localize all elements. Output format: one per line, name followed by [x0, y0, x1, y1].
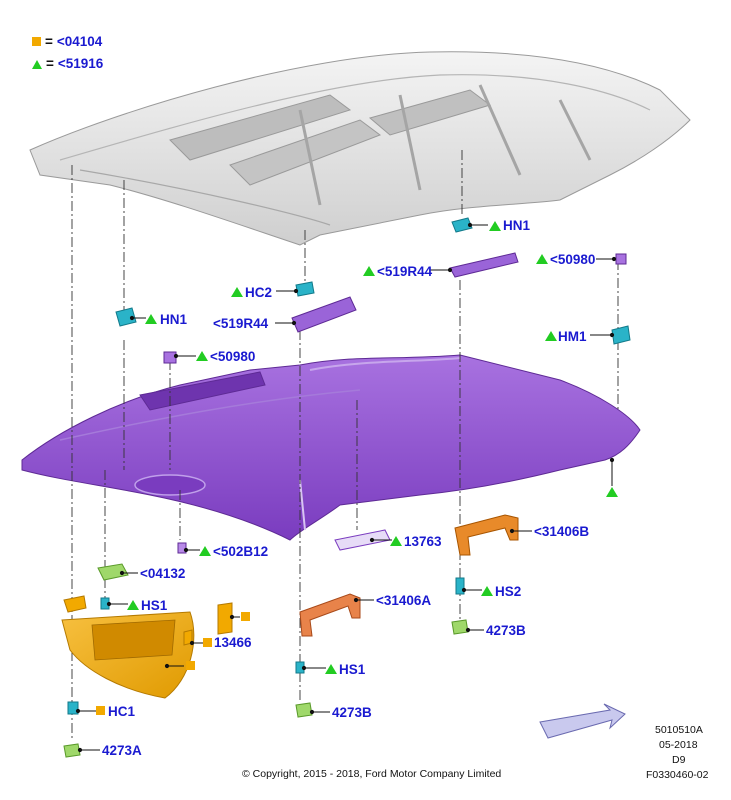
callout-lines	[75, 222, 617, 753]
diagram-series: D9	[672, 754, 686, 766]
marker-triangle	[481, 586, 493, 596]
marker-square	[96, 706, 105, 715]
legend-square-icon	[32, 37, 41, 46]
leader-lines	[71, 150, 619, 740]
label-hc2: HC2	[245, 285, 272, 300]
label-519r44-left: <519R44	[213, 316, 269, 331]
part-31406b-handle	[454, 514, 519, 556]
part-519r44-left	[291, 296, 357, 333]
label-hn1-top: HN1	[503, 218, 530, 233]
part-sun-visor	[61, 595, 195, 699]
label-hc1: HC1	[108, 704, 135, 719]
part-labels: HN1 <519R44 <50980 HC2 HN1 <519R44 HM1 <…	[102, 218, 595, 758]
marker-triangle	[231, 287, 243, 297]
label-50980-left: <50980	[210, 349, 255, 364]
marker-triangle	[363, 266, 375, 276]
diagram-date: 05-2018	[659, 739, 698, 751]
label-13466: 13466	[214, 635, 252, 650]
part-hm1	[611, 325, 631, 345]
label-hs2: HS2	[495, 584, 521, 599]
legend-text: <51916	[57, 56, 104, 71]
legend-equals: =	[46, 56, 54, 71]
part-4273b-mid	[295, 702, 313, 718]
label-519r44-right: <519R44	[377, 264, 433, 279]
part-50980-right	[615, 253, 627, 265]
label-hs1-left: HS1	[141, 598, 168, 613]
marker-triangle	[199, 546, 211, 556]
legend-row-triangle: = <51916	[32, 56, 103, 71]
marker-triangle	[145, 314, 157, 324]
marker-triangle	[545, 331, 557, 341]
part-hn1-top	[451, 217, 473, 233]
part-31406a-handle	[299, 593, 361, 637]
marker-square	[241, 612, 250, 621]
direction-arrow	[539, 703, 626, 739]
legend-triangle-icon	[32, 59, 42, 69]
label-4273a: 4273A	[102, 743, 142, 758]
legend-equals: =	[45, 34, 53, 49]
part-04132	[97, 563, 129, 581]
marker-square	[203, 638, 212, 647]
legend-row-square: = <04104	[32, 34, 102, 49]
marker-triangle	[196, 351, 208, 361]
label-hn1-left: HN1	[160, 312, 187, 327]
diagram-ref: F0330460-02	[646, 769, 709, 781]
label-hs1-mid: HS1	[339, 662, 366, 677]
headliner	[21, 354, 641, 541]
diagram-code: 5010510A	[655, 724, 703, 736]
part-hs1-left	[100, 597, 110, 610]
marker-triangle	[489, 221, 501, 231]
part-4273b-right	[451, 619, 469, 635]
marker-triangle	[325, 664, 337, 674]
part-50980-left	[163, 351, 177, 364]
label-13763: 13763	[404, 534, 442, 549]
marker-triangle	[606, 487, 618, 497]
marker-square	[186, 661, 195, 670]
part-hc2	[295, 281, 315, 297]
label-50980-right: <50980	[550, 252, 595, 267]
label-502b12: <502B12	[213, 544, 268, 559]
part-519r44-right	[449, 252, 519, 278]
label-hm1: HM1	[558, 329, 587, 344]
copyright: © Copyright, 2015 - 2018, Ford Motor Com…	[242, 768, 502, 780]
part-4273a	[63, 743, 81, 758]
legend-text: <04104	[56, 34, 103, 49]
marker-triangle	[536, 254, 548, 264]
label-31406b: <31406B	[534, 524, 589, 539]
label-4273b-mid: 4273B	[332, 705, 372, 720]
roof-panel	[29, 51, 691, 246]
marker-triangle	[127, 600, 139, 610]
marker-triangle	[390, 536, 402, 546]
label-4273b-right: 4273B	[486, 623, 526, 638]
label-04132: <04132	[140, 566, 185, 581]
part-hs1-mid	[295, 661, 305, 674]
part-hc1	[67, 701, 79, 715]
label-31406a: <31406A	[376, 593, 431, 608]
markers	[96, 221, 618, 715]
part-hn1-left	[115, 307, 137, 327]
